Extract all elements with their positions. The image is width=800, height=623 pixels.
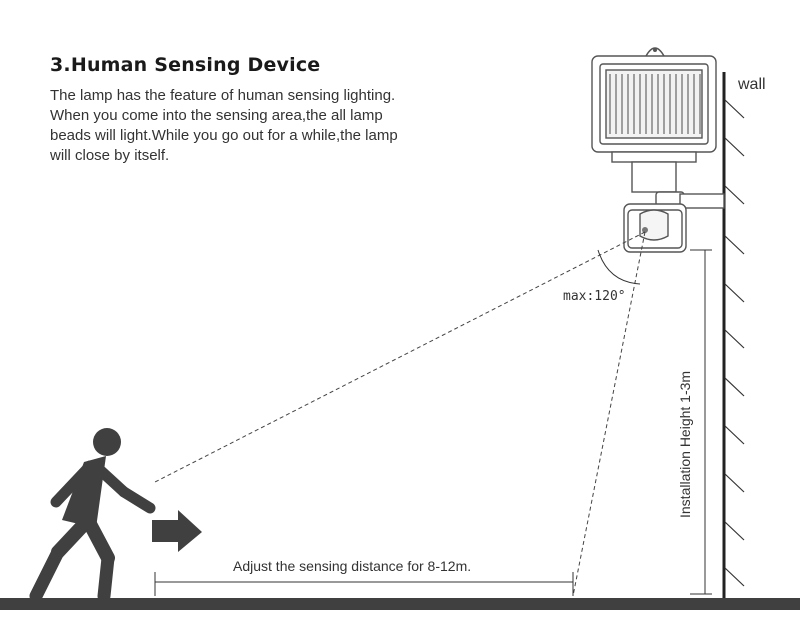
sensing-line-upper <box>154 231 646 483</box>
sensing-lines <box>154 231 646 597</box>
direction-arrow-icon <box>152 510 202 552</box>
angle-label: max:120° <box>563 289 626 304</box>
description: The lamp has the feature of human sensin… <box>50 86 470 166</box>
wall-hatching <box>724 99 745 587</box>
distance-label: Adjust the sensing distance for 8-12m. <box>233 558 471 574</box>
led-array <box>609 74 701 134</box>
angle-arc <box>597 249 641 285</box>
wall <box>722 72 745 598</box>
height-label: Installation Height 1-3m <box>677 371 693 518</box>
walking-person-icon <box>29 428 156 603</box>
wall-label: wall <box>737 76 766 93</box>
sensing-line-lower <box>572 231 646 597</box>
diagram-title: 3.Human Sensing Device <box>50 54 321 76</box>
lamp-icon <box>591 47 725 253</box>
description-line: will close by itself. <box>50 147 170 164</box>
height-dimension <box>690 249 712 595</box>
distance-dimension <box>154 572 574 596</box>
ground-bar <box>0 598 800 610</box>
description-line: beads will light.While you go out for a … <box>50 127 398 144</box>
description-line: When you come into the sensing area,the … <box>50 107 383 124</box>
description-line: The lamp has the feature of human sensin… <box>50 87 396 104</box>
